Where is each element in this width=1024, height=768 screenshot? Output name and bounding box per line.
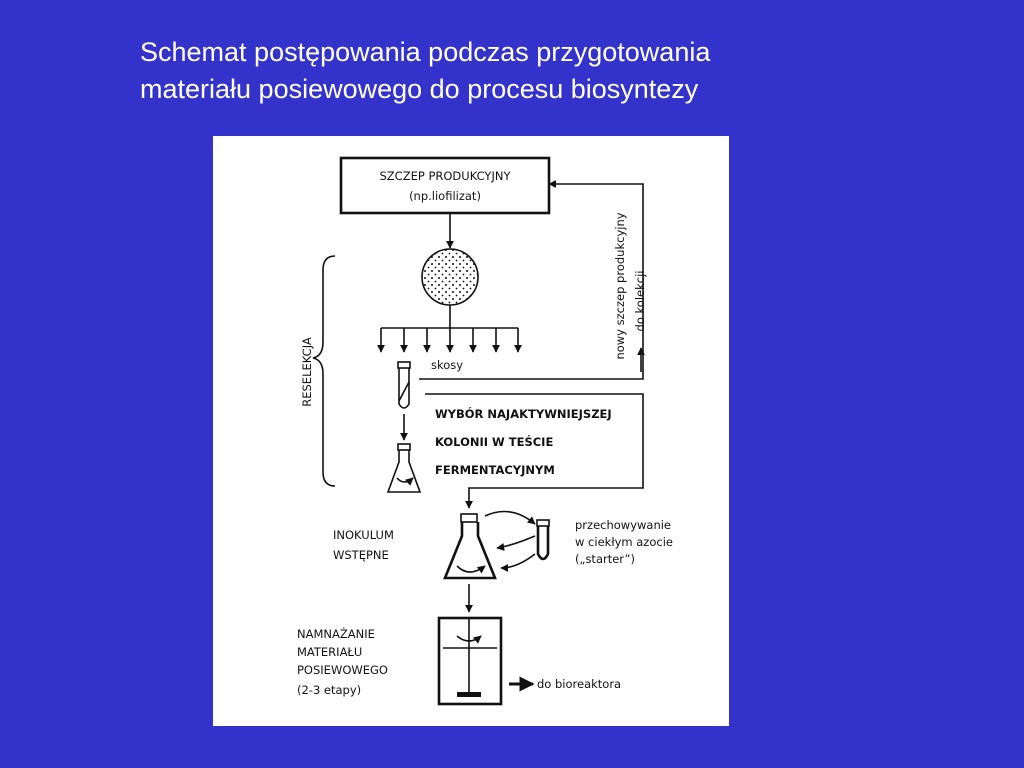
- slide-title-line-1: Schemat postępowania podczas przygotowan…: [140, 37, 711, 67]
- process-diagram: SZCZEP PRODUKCYJNY (np.liofilizat) skosy…: [213, 136, 729, 726]
- inoculum-flask-icon: [443, 513, 497, 580]
- arrow-from-starter-2: [500, 553, 536, 572]
- arrow-to-inoculum: [425, 393, 644, 509]
- slide-title-line-2: materiału posiewowego do procesu biosynt…: [140, 74, 699, 104]
- test-flask-icon: [386, 443, 422, 493]
- bioreactor-label: do bioreaktora: [537, 677, 621, 691]
- slant-tube-icon: [397, 361, 411, 409]
- storage-label-line-1: przechowywanie: [575, 518, 671, 532]
- propagation-vessel-icon: [437, 616, 503, 706]
- new-strain-note-line-1: nowy szczep produkcyjny: [613, 212, 627, 359]
- new-strain-feedback-arrow: [419, 180, 644, 380]
- storage-label-line-2: w ciekłym azocie: [575, 535, 673, 549]
- reselection-label: RESELEKCJA: [300, 337, 314, 407]
- strain-box-line-2: (np.liofilizat): [409, 189, 481, 203]
- production-strain-box: SZCZEP PRODUKCYJNY (np.liofilizat): [339, 156, 551, 215]
- selection-text-line-1: WYBÓR NAJAKTYWNIEJSZEJ: [435, 406, 612, 421]
- arrow-to-starter: [484, 510, 536, 525]
- propagation-label-line-4: (2-3 etapy): [297, 683, 361, 697]
- petri-dish-icon: [421, 248, 479, 306]
- starter-tube-icon: [536, 519, 550, 561]
- slide-title: Schemat postępowania podczas przygotowan…: [140, 34, 710, 108]
- selection-text-line-2: KOLONII W TEŚCIE: [435, 434, 553, 449]
- new-strain-note-line-2: do kolekcji: [633, 271, 647, 332]
- slants-label: skosy: [431, 358, 463, 372]
- selection-text-line-3: FERMENTACYJNYM: [435, 463, 555, 477]
- propagation-label-line-2: MATERIAŁU: [297, 645, 362, 659]
- strain-box-line-1: SZCZEP PRODUKCYJNY: [380, 169, 512, 183]
- slants-distribution-arrows: [377, 327, 522, 353]
- reselection-brace: [312, 255, 336, 487]
- inoculum-label-line-2: WSTĘPNE: [333, 548, 389, 562]
- new-strain-note: nowy szczep produkcyjny do kolekcji: [613, 212, 647, 359]
- storage-label-line-3: („starter”): [575, 552, 635, 566]
- propagation-label-line-3: POSIEWOWEGO: [297, 663, 388, 677]
- inoculum-label-line-1: INOKULUM: [333, 528, 394, 542]
- propagation-label-line-1: NAMNAŻANIE: [297, 626, 375, 641]
- arrow-from-starter-1: [496, 535, 536, 551]
